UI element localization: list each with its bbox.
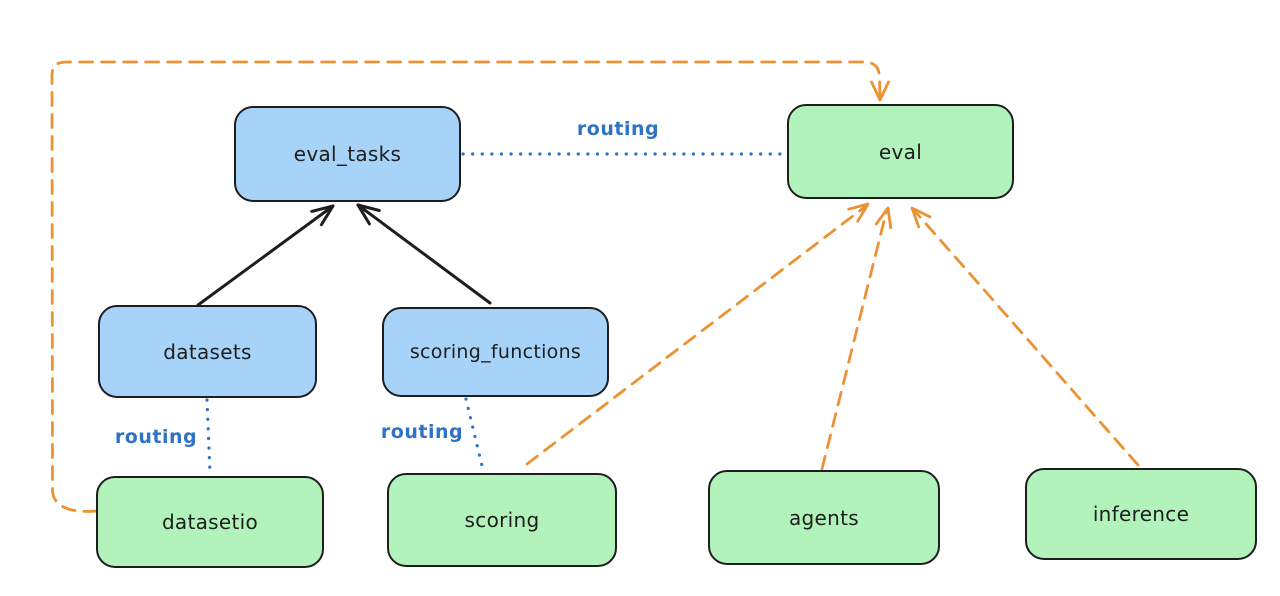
routing-label-eval-tasks-eval: routing: [576, 118, 660, 140]
node-eval-label: eval: [878, 139, 923, 164]
node-scoring-functions[interactable]: scoring_functions: [382, 307, 609, 397]
node-agents[interactable]: agents: [708, 470, 940, 565]
arrow-scoring-functions-to-eval-tasks[interactable]: [356, 203, 492, 305]
arrow-agents-to-eval[interactable]: [820, 206, 893, 471]
node-inference-label: inference: [1092, 502, 1190, 526]
node-inference[interactable]: inference: [1025, 468, 1257, 560]
node-scoring-functions-label: scoring_functions: [409, 341, 582, 363]
arrow-datasets-to-eval-tasks[interactable]: [196, 204, 335, 307]
routing-label-datasets-datasetio: routing: [114, 426, 198, 448]
arrow-inference-to-eval[interactable]: [910, 206, 1140, 467]
node-datasetio-label: datasetio: [161, 510, 259, 534]
arrow-datasetio-to-eval[interactable]: [50, 60, 890, 513]
node-scoring-label: scoring: [464, 508, 540, 532]
arrow-scoring-to-eval[interactable]: [525, 202, 870, 466]
node-datasetio[interactable]: datasetio: [96, 476, 324, 568]
node-datasets-label: datasets: [163, 339, 252, 364]
node-eval[interactable]: eval: [787, 104, 1014, 199]
node-scoring[interactable]: scoring: [387, 473, 617, 567]
node-agents-label: agents: [789, 505, 859, 530]
node-eval-tasks-label: eval_tasks: [293, 142, 402, 166]
node-datasets[interactable]: datasets: [98, 305, 317, 398]
node-eval-tasks[interactable]: eval_tasks: [234, 106, 461, 202]
routing-label-scoring-functions-scoring: routing: [380, 421, 464, 443]
